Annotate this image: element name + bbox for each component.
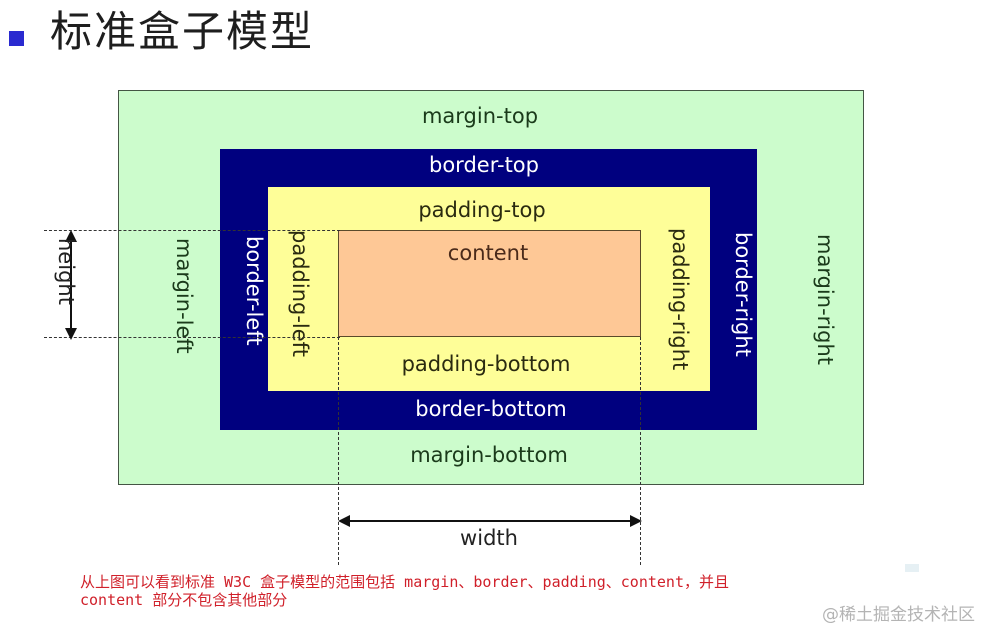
label-border-bottom: border-bottom — [415, 397, 567, 421]
watermark: @稀土掘金技术社区 — [822, 605, 975, 625]
width-guide-right — [640, 337, 641, 565]
note-line-2: content 部分不包含其他部分 — [80, 591, 288, 609]
label-margin-bottom: margin-bottom — [410, 443, 568, 467]
arrow-up-icon — [65, 230, 77, 242]
content-area — [338, 230, 641, 337]
label-height: height — [54, 238, 78, 305]
width-arrow — [340, 520, 640, 522]
explanation-note: 从上图可以看到标准 W3C 盒子模型的范围包括 margin、border、pa… — [80, 573, 729, 609]
arrow-down-icon — [65, 328, 77, 340]
title-bullet-icon — [9, 31, 24, 46]
label-width: width — [460, 526, 518, 550]
page-title: 标准盒子模型 — [50, 7, 315, 56]
label-margin-right: margin-right — [813, 234, 837, 365]
arrow-left-icon — [338, 515, 350, 527]
label-padding-right: padding-right — [668, 228, 692, 371]
height-arrow — [70, 232, 72, 336]
label-content: content — [447, 241, 529, 265]
label-padding-bottom: padding-bottom — [401, 352, 571, 376]
label-border-top: border-top — [429, 153, 539, 177]
note-line-1: 从上图可以看到标准 W3C 盒子模型的范围包括 margin、border、pa… — [80, 573, 729, 591]
decorative-mark — [905, 564, 919, 572]
label-padding-top: padding-top — [418, 198, 546, 222]
height-guide-bottom — [44, 337, 340, 338]
width-guide-left — [338, 337, 339, 565]
height-guide-top — [44, 230, 340, 231]
label-border-right: border-right — [731, 232, 755, 357]
label-border-left: border-left — [242, 236, 266, 346]
label-margin-top: margin-top — [421, 104, 539, 128]
arrow-right-icon — [630, 515, 642, 527]
